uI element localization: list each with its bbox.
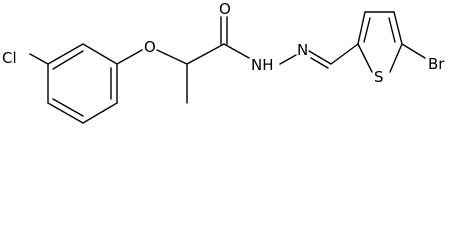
- bond-o-ch: [156, 49, 188, 65]
- structure-canvas: Cl O O NH N S Br: [2, 0, 446, 124]
- bond-nh-n: [279, 54, 297, 65]
- bond-thio-c2-s: [357, 43, 373, 73]
- chlorophenyl-ring: [47, 43, 118, 124]
- ether-oxygen-label: O: [144, 38, 156, 56]
- bond-thio-c3-c2-inner: [363, 17, 371, 43]
- sulfur-label: S: [374, 68, 384, 86]
- chlorine-label: Cl: [2, 49, 17, 67]
- bond-c5-br: [401, 43, 426, 59]
- bond-ring-a5-a6-inner: [52, 98, 84, 117]
- bond-ring-a1-a2: [47, 43, 84, 65]
- bond-n-ch-double-2: [310, 57, 329, 69]
- molecule-structure: Cl O O NH N S Br: [2, 0, 445, 124]
- bromine-label: Br: [428, 55, 445, 73]
- bond-thio-c3-c2: [357, 11, 366, 45]
- bond-c-nh: [223, 43, 250, 59]
- bond-ring-a2-a3: [82, 43, 118, 65]
- bromothiophene-ring: [357, 11, 403, 73]
- amide-nh-label: NH: [251, 56, 274, 74]
- bond-ring-a5-a6: [47, 102, 84, 124]
- bond-thio-c5-c4-inner: [388, 17, 396, 43]
- bond-ring-cl: [29, 53, 49, 65]
- bond-ring-o: [116, 49, 143, 65]
- bond-ch-thiophene: [330, 43, 359, 65]
- carbonyl-oxygen-label: O: [219, 0, 231, 18]
- bond-thio-c5-c4: [393, 11, 403, 45]
- imine-nitrogen-label: N: [297, 41, 308, 59]
- bond-ring-a4-a5: [82, 102, 118, 124]
- bond-thio-s-c5: [389, 43, 403, 73]
- bond-ch-carbonyl-c: [186, 43, 225, 65]
- bond-n-ch-double-1: [308, 50, 332, 65]
- bond-ring-a1-a2-inner: [52, 50, 84, 70]
